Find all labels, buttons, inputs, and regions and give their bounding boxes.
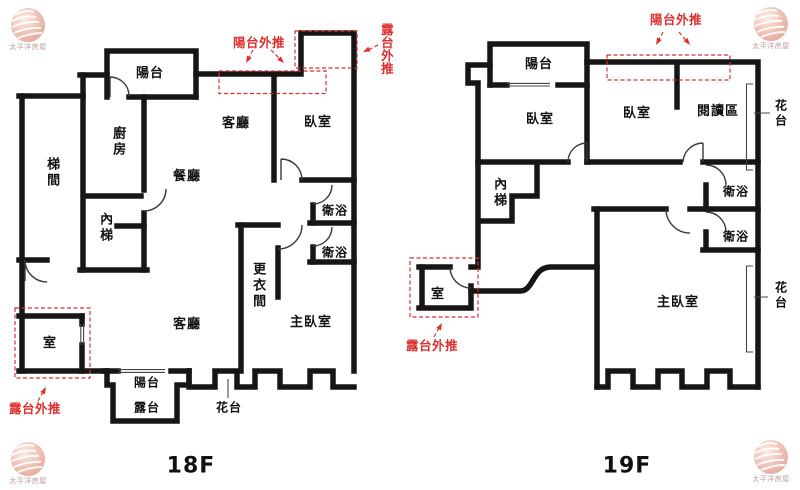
logo-text-top-left: 太平洋房屋: [9, 43, 47, 51]
logo-text-bottom-left: 太平洋房屋: [9, 477, 47, 485]
room-label-dressing-18f: 更衣間: [250, 262, 266, 310]
pushout-dashed-outlines: [14, 30, 731, 402]
walls-19f: [416, 41, 761, 390]
annotation-terrace-pushout-right-18f: 露台外推: [378, 23, 394, 75]
windows-19f: [507, 82, 770, 353]
annotation-arrowheads: [40, 37, 690, 395]
walls-18f: [16, 30, 357, 424]
room-label-balcony-bottom-18f: 陽台: [133, 375, 161, 390]
room-label-bath-upper-19f: 衛浴: [722, 184, 750, 199]
room-label-master-bedroom-18f: 主臥室: [289, 314, 333, 330]
room-label-kitchen-18f: 廚房: [110, 126, 126, 158]
floor-label-19f: 19F: [602, 453, 652, 479]
room-label-bedroom-18f: 臥室: [303, 114, 333, 130]
room-label-bath-lower-19f: 衛浴: [722, 229, 750, 244]
room-label-bath-lower-18f: 衛浴: [321, 245, 349, 260]
floor-label-18f: 18F: [166, 453, 216, 479]
room-label-balcony-19f: 陽台: [524, 56, 554, 72]
annotation-balcony-pushout-19f: 陽台外推: [649, 12, 703, 28]
room-label-living-bottom-18f: 客廳: [172, 316, 202, 332]
room-label-bath-upper-18f: 衛浴: [321, 203, 349, 218]
room-label-flower-bed-top-19f: 花台: [773, 99, 788, 129]
room-label-inner-stairs-18f: 內梯: [97, 212, 113, 244]
room-label-balcony-top-18f: 陽台: [135, 65, 165, 81]
door-arcs-19f: [449, 142, 727, 289]
logo-text-bottom-right: 太平洋房屋: [752, 475, 790, 483]
room-label-room-18f: 室: [42, 335, 58, 351]
room-label-master-bedroom-19f: 主臥室: [656, 294, 700, 310]
windows-18f: [80, 324, 229, 398]
room-label-room-19f: 室: [430, 286, 446, 302]
room-label-reading-area-19f: 閱讀區: [696, 103, 739, 119]
annotation-terrace-pushout-19f: 露台外推: [405, 338, 459, 354]
pacific-house-logo-icon: [10, 6, 789, 477]
room-label-bedroom-right-19f: 臥室: [622, 105, 652, 121]
room-label-bedroom-left-19f: 臥室: [525, 111, 555, 127]
room-label-inner-stairs-19f: 內梯: [491, 177, 507, 209]
door-arcs-18f: [24, 76, 333, 283]
room-label-stairwell-18f: 梯間: [44, 157, 60, 189]
room-label-terrace-18f: 露台: [133, 400, 161, 415]
annotation-balcony-pushout-18f: 陽台外推: [232, 35, 286, 51]
room-label-flower-bed-18f: 花台: [215, 400, 243, 415]
annotation-terrace-pushout-bottom-18f: 露台外推: [8, 401, 62, 417]
logo-text-top-right: 太平洋房屋: [752, 42, 790, 50]
room-label-dining-18f: 餐廳: [172, 168, 202, 184]
room-label-living-top-18f: 客廳: [221, 115, 251, 131]
room-label-flower-bed-bottom-19f: 花台: [773, 281, 788, 311]
